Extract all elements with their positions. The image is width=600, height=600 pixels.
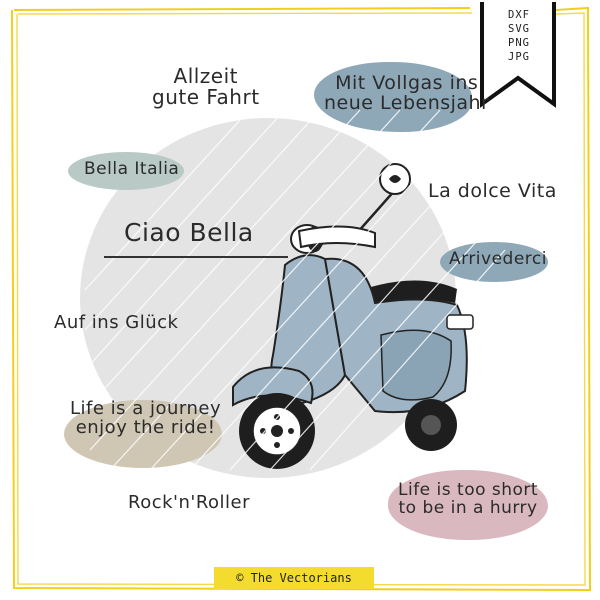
phrase-hurry-line1: Life is too short bbox=[398, 480, 539, 500]
phrase-bella-italia: Bella Italia bbox=[84, 159, 180, 179]
phrase-journey-line1: Life is a journey bbox=[70, 398, 222, 419]
phrase-rock-n-roller: Rock'n'Roller bbox=[128, 492, 251, 513]
format-dxf: DXF bbox=[508, 9, 530, 21]
phrase-dolce-vita: La dolce Vita bbox=[428, 180, 557, 202]
formats-bookmark bbox=[480, 2, 556, 108]
phrase-vollgas: Mit Vollgas ins neue Lebensjahr bbox=[324, 72, 490, 114]
format-jpg: JPG bbox=[508, 51, 530, 63]
phrase-allzeit-line2: gute Fahrt bbox=[152, 85, 260, 109]
phrase-hurry-line2: to be in a hurry bbox=[398, 497, 538, 518]
phrase-vollgas-line2: neue Lebensjahr bbox=[324, 91, 490, 114]
phrase-vollgas-line1: Mit Vollgas ins bbox=[335, 72, 479, 94]
phrase-allzeit: Allzeit gute Fahrt bbox=[152, 66, 260, 108]
bella-italia-blob bbox=[68, 152, 184, 190]
phrase-journey: Life is a journey enjoy the ride! bbox=[70, 398, 222, 438]
credit-label: © The Vectorians bbox=[214, 567, 374, 589]
ciao-bella-underline bbox=[104, 256, 288, 258]
format-svg: SVG bbox=[508, 23, 530, 35]
phrase-ciao-bella: Ciao Bella bbox=[124, 218, 254, 247]
vespa-scooter-illustration bbox=[232, 163, 474, 469]
format-png: PNG bbox=[508, 37, 530, 49]
phrase-hurry: Life is too short to be in a hurry bbox=[398, 480, 539, 518]
formats-list: DXF SVG PNG JPG bbox=[488, 8, 550, 64]
vollgas-blob bbox=[314, 62, 472, 132]
hurry-blob bbox=[388, 470, 548, 540]
phrase-arrivederci: Arrivederci bbox=[449, 249, 547, 269]
phrase-journey-line2: enjoy the ride! bbox=[75, 416, 216, 438]
phrase-auf-ins-glueck: Auf ins Glück bbox=[54, 312, 179, 333]
phrase-allzeit-line1: Allzeit bbox=[173, 64, 239, 88]
